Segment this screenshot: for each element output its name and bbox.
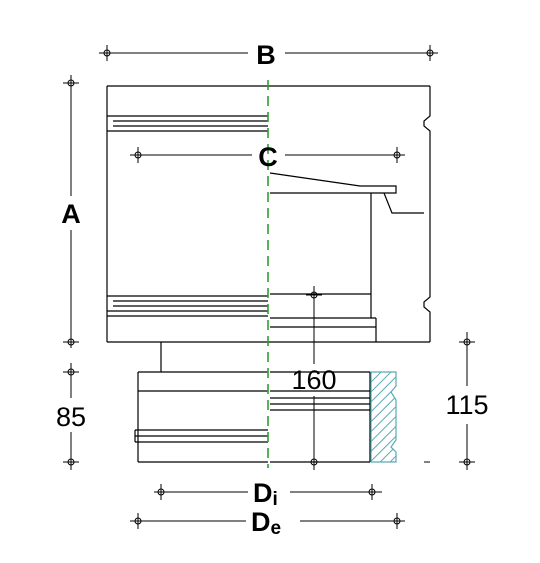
dimension-de-sub: e [271,518,282,539]
dimension-c-label: C [258,142,278,172]
dimension-a [63,75,79,348]
dimension-di-main: D [253,478,273,508]
dimension-di [154,484,382,500]
dimension-b-label: B [256,40,276,70]
dimension-de [130,513,405,529]
dimension-160-label: 160 [291,365,336,395]
dimension-160 [306,286,322,470]
dimension-de-label: De [251,507,281,539]
inner-sleeve [269,172,424,342]
dimension-de-main: D [251,507,271,537]
dimension-85 [63,363,79,470]
dimension-85-label: 85 [56,402,86,432]
dimension-di-sub: i [273,489,278,510]
dimension-c [130,147,405,163]
dimension-115 [424,332,475,470]
dimension-di-label: Di [253,478,278,510]
dimension-115-label: 115 [445,390,488,420]
dimension-a-label: A [61,199,81,229]
dimension-b [99,45,438,61]
insulation-section [370,371,397,463]
lower-pipe [134,342,371,463]
